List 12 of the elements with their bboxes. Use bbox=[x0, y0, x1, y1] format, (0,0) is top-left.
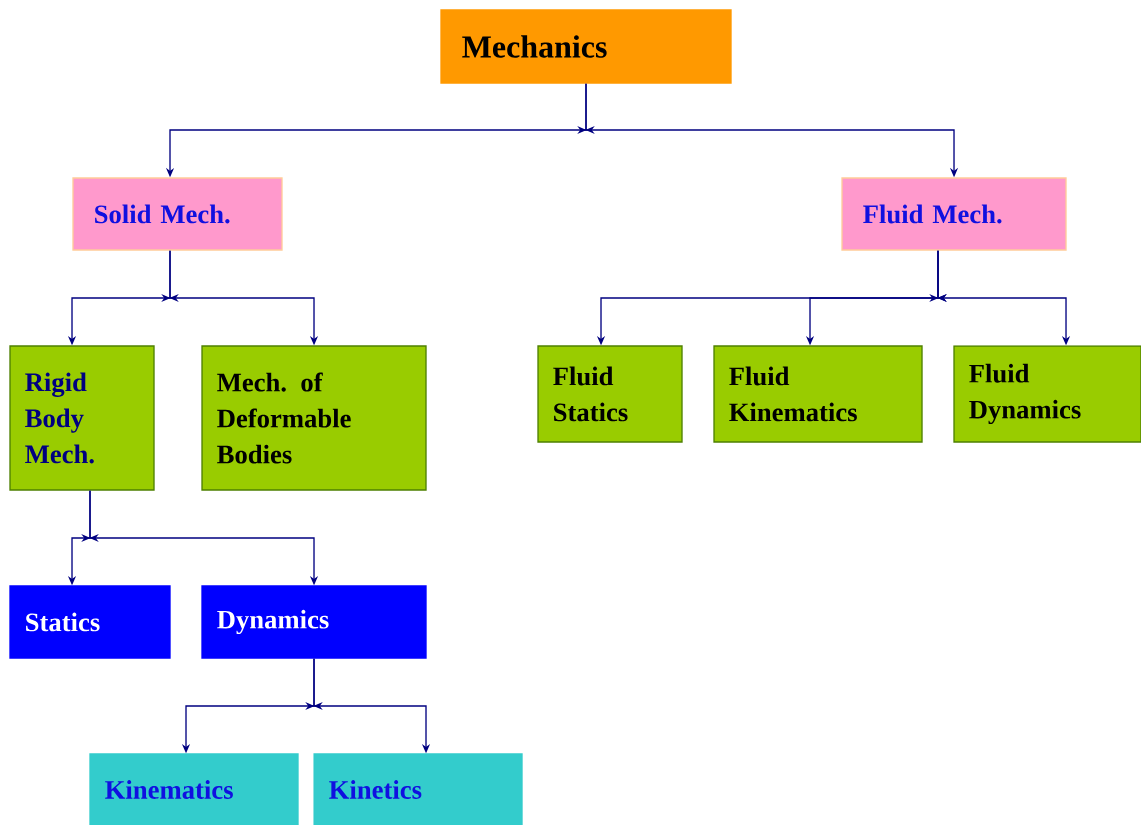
topic-box: Mech. of Deformable Bodies bbox=[201, 345, 427, 491]
topic-box: Rigid Body Mech. bbox=[9, 345, 155, 491]
topic-box: Statics bbox=[9, 585, 171, 659]
root-box: Mechanics bbox=[440, 9, 732, 84]
topic-box: Dynamics bbox=[201, 585, 427, 659]
topic-box: Fluid Dynamics bbox=[953, 345, 1141, 443]
topic-box: Fluid Statics bbox=[537, 345, 683, 443]
category-box: Fluid Mech. bbox=[841, 177, 1067, 251]
category-box: Solid Mech. bbox=[72, 177, 283, 251]
topic-box: Kinematics bbox=[89, 753, 299, 825]
topic-box: Kinetics bbox=[313, 753, 523, 825]
topic-box: Fluid Kinematics bbox=[713, 345, 923, 443]
